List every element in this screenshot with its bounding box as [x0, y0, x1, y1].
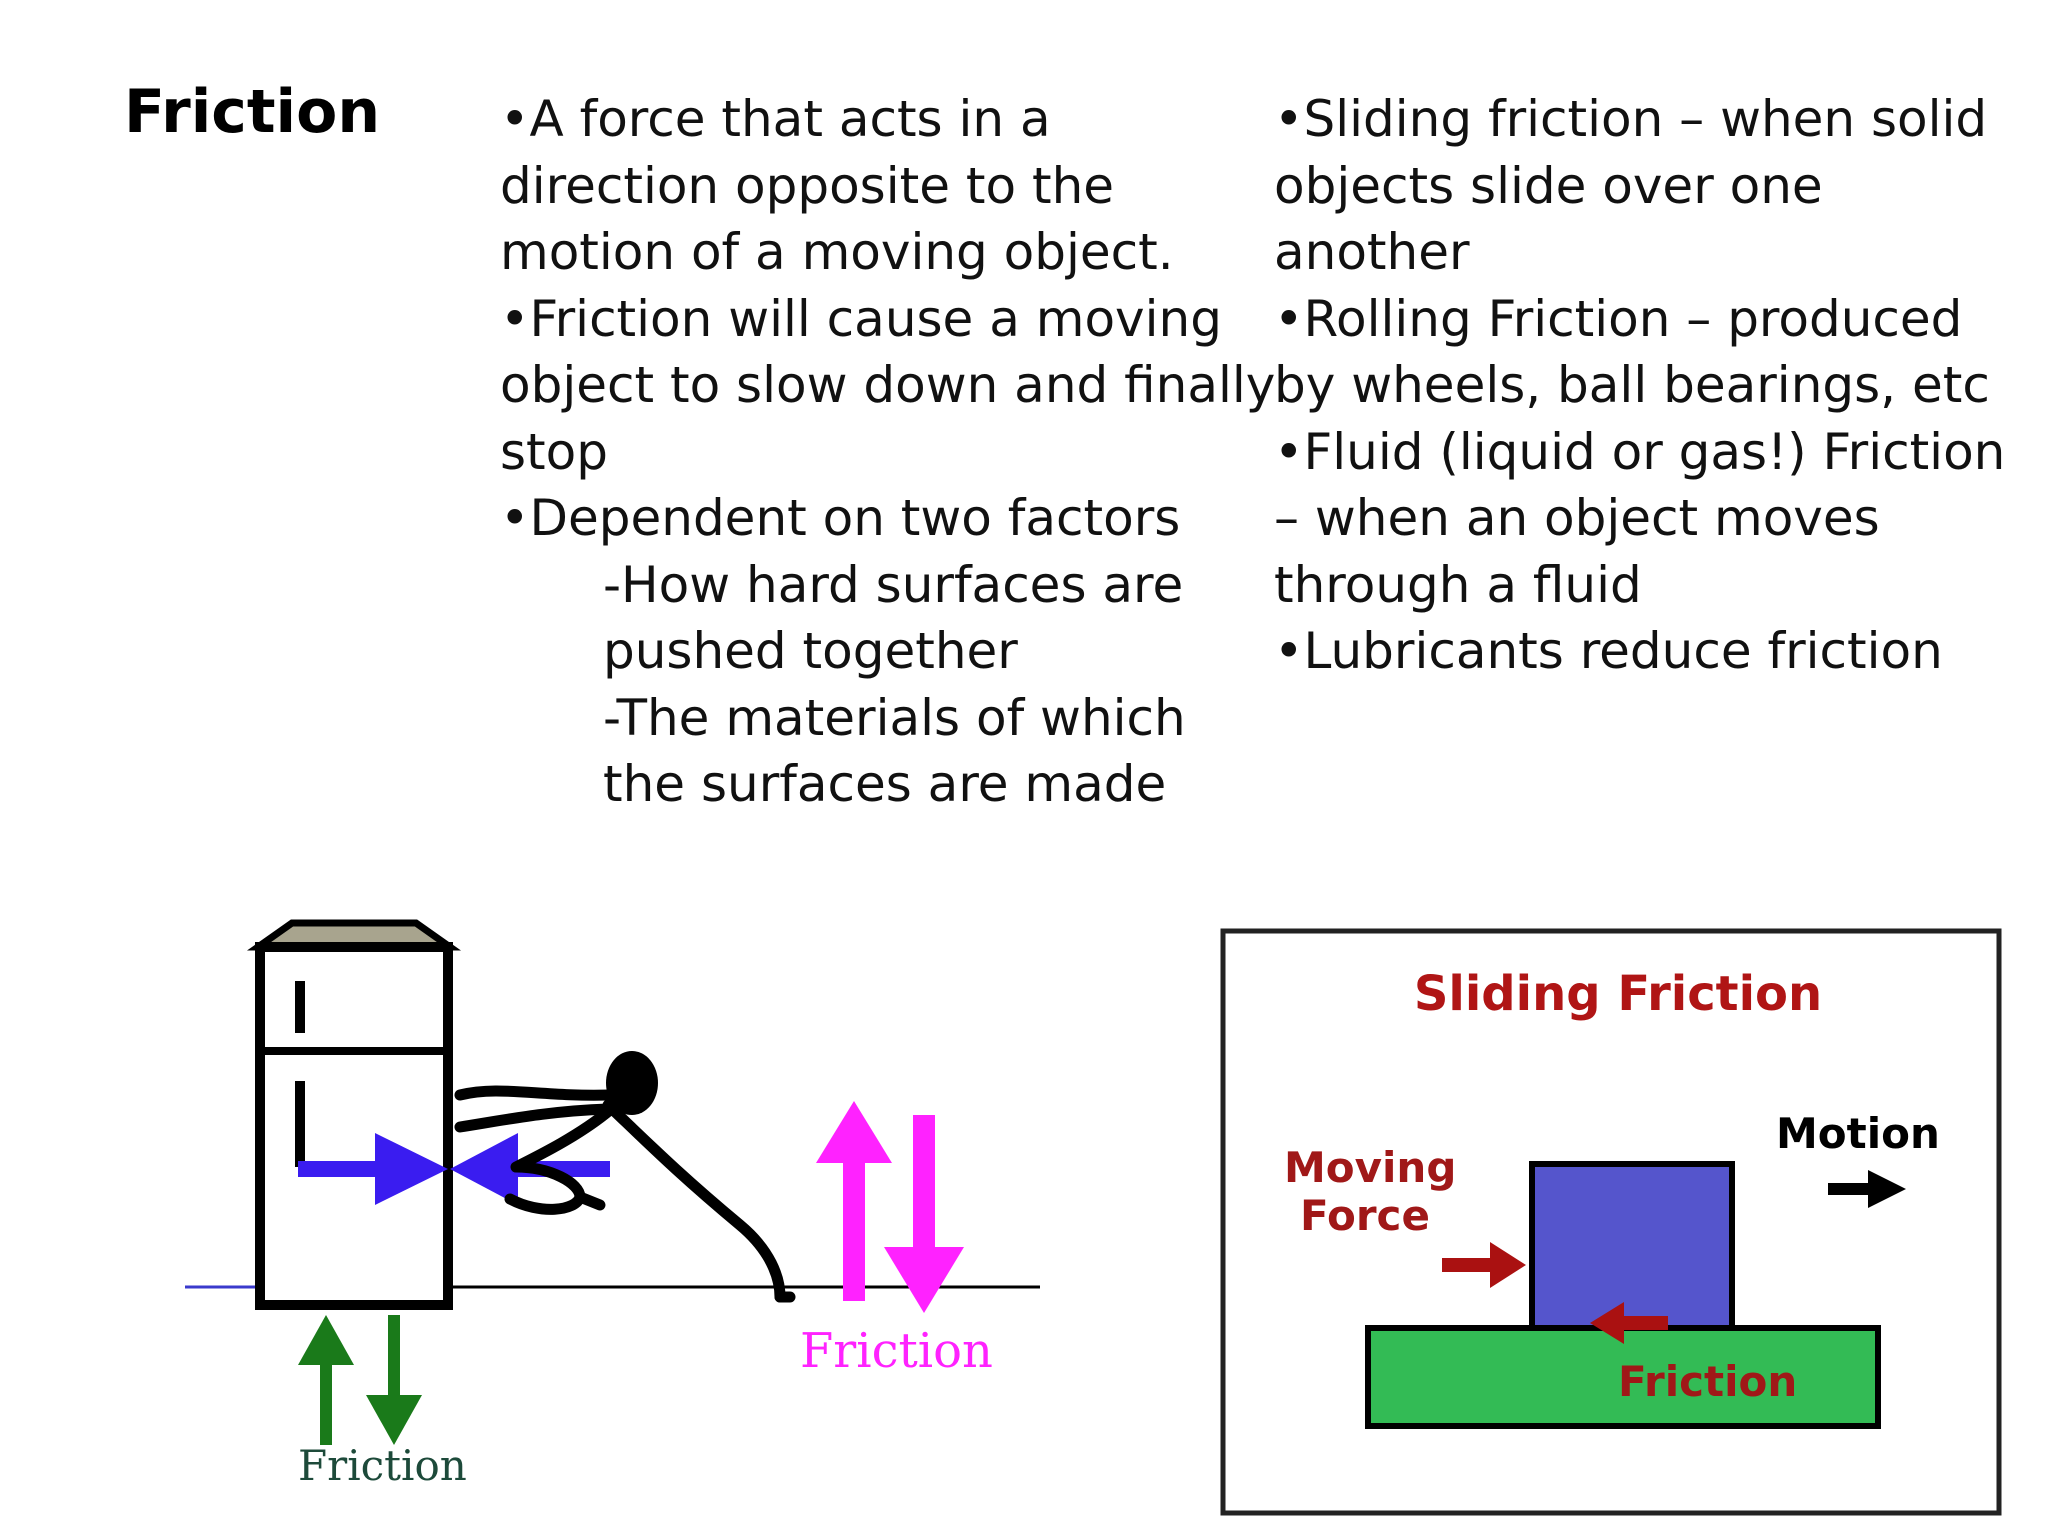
bullet-line: object to slow down and finally	[500, 356, 1276, 414]
bullet-line: •A force that acts in a	[500, 90, 1051, 148]
bullet-line: the surfaces are made	[603, 755, 1167, 813]
friction-arrow-up-green	[298, 1315, 354, 1445]
moving-force-arrow	[1442, 1242, 1526, 1288]
bullet-line: •Dependent on two factors	[500, 489, 1181, 547]
slide-title: Friction	[124, 77, 381, 147]
sliding-block	[1529, 1161, 1735, 1331]
left-text-column: •A force that acts in a direction opposit…	[500, 86, 1275, 818]
motion-arrow	[1828, 1170, 1906, 1208]
friction-arrow-up-magenta	[816, 1101, 892, 1301]
sliding-friction-diagram: Sliding Friction Moving Force Motion Fri…	[1220, 928, 2002, 1516]
friction-label-green: Friction	[298, 1441, 467, 1490]
stick-person	[454, 1051, 796, 1303]
moving-force-label-line2: Force	[1300, 1191, 1430, 1240]
refrigerator-push-figure: Friction Friction	[185, 919, 1040, 1490]
bullet-line: direction opposite to the	[500, 156, 1115, 215]
bullet-line: •Rolling Friction – produced	[1274, 289, 1963, 348]
right-text-column: •Sliding friction – when solid objects sl…	[1274, 86, 2005, 685]
bullet-line: -The materials of which	[603, 688, 1186, 747]
bullet-line: – when an object moves	[1274, 489, 1880, 547]
bullet-line: •Friction will cause a moving	[500, 289, 1222, 348]
bullet-line: by wheels, ball bearings, etc	[1274, 356, 1990, 414]
bullet-line: motion of a moving object.	[500, 223, 1174, 281]
friction-arrow	[1590, 1302, 1668, 1344]
diagram-title: Sliding Friction	[1414, 966, 1822, 1022]
bullet-line: •Sliding friction – when solid	[1274, 90, 1988, 148]
bullet-line: objects slide over one	[1274, 156, 1823, 215]
refrigerator	[246, 919, 462, 1310]
applied-force-arrow	[298, 1133, 448, 1205]
bullet-line: pushed together	[603, 622, 1018, 680]
friction-label: Friction	[1618, 1357, 1797, 1406]
bullet-line: another	[1274, 223, 1470, 281]
motion-label: Motion	[1776, 1109, 1940, 1158]
bullet-line: •Fluid (liquid or gas!) Friction	[1274, 422, 2006, 481]
moving-force-label-line1: Moving	[1284, 1143, 1456, 1192]
friction-arrow-down-magenta	[884, 1115, 964, 1313]
bullet-line: •Lubricants reduce friction	[1274, 622, 1943, 680]
friction-label-magenta: Friction	[800, 1323, 993, 1379]
bullet-line: -How hard surfaces are	[603, 555, 1184, 614]
bullet-line: through a fluid	[1274, 555, 1642, 614]
friction-arrow-down-green	[366, 1315, 422, 1445]
bullet-line: stop	[500, 422, 608, 481]
